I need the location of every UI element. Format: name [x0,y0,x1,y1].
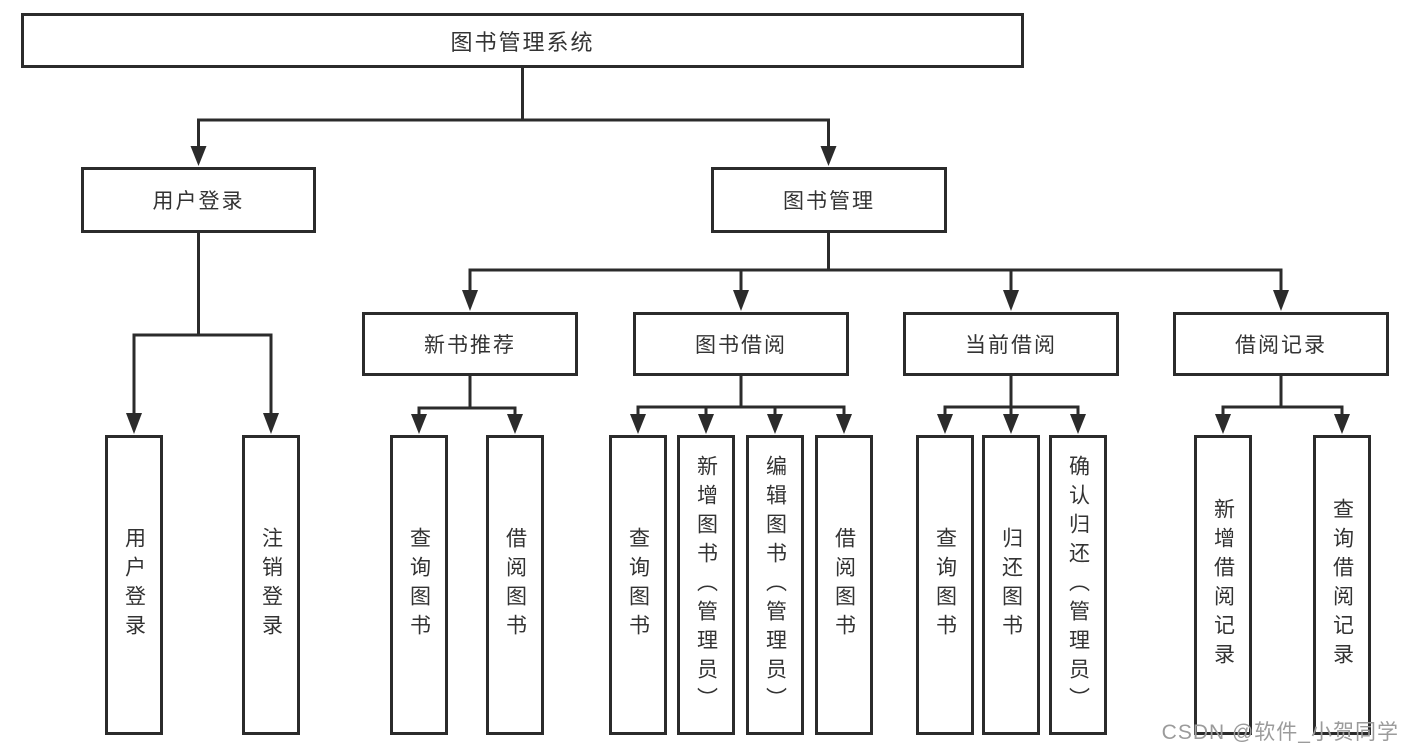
node-library-system: 图书管理系统 [21,13,1024,68]
leaf-query-books-borrow: 查询图书 [609,435,667,735]
node-book-borrow: 图书借阅 [633,312,849,376]
node-user-login: 用户登录 [81,167,316,233]
leaf-borrow-book: 借阅图书 [815,435,873,735]
node-current-borrow: 当前借阅 [903,312,1119,376]
node-new-book-recommend: 新书推荐 [362,312,578,376]
leaf-user-login: 用户登录 [105,435,163,735]
node-borrow-records: 借阅记录 [1173,312,1389,376]
leaf-confirm-return-admin: 确认归还（管理员） [1049,435,1107,735]
node-book-management: 图书管理 [711,167,947,233]
watermark: CSDN @软件_小贺同学 [1161,721,1399,744]
leaf-add-borrow-record: 新增借阅记录 [1194,435,1252,735]
leaf-query-borrow-record: 查询借阅记录 [1313,435,1371,735]
leaf-query-books-current: 查询图书 [916,435,974,735]
leaf-borrow-books-recommend: 借阅图书 [486,435,544,735]
leaf-logout: 注销登录 [242,435,300,735]
leaf-edit-book-admin: 编辑图书（管理员） [746,435,804,735]
leaf-query-books-recommend: 查询图书 [390,435,448,735]
leaf-add-book-admin: 新增图书（管理员） [677,435,735,735]
leaf-return-book: 归还图书 [982,435,1040,735]
